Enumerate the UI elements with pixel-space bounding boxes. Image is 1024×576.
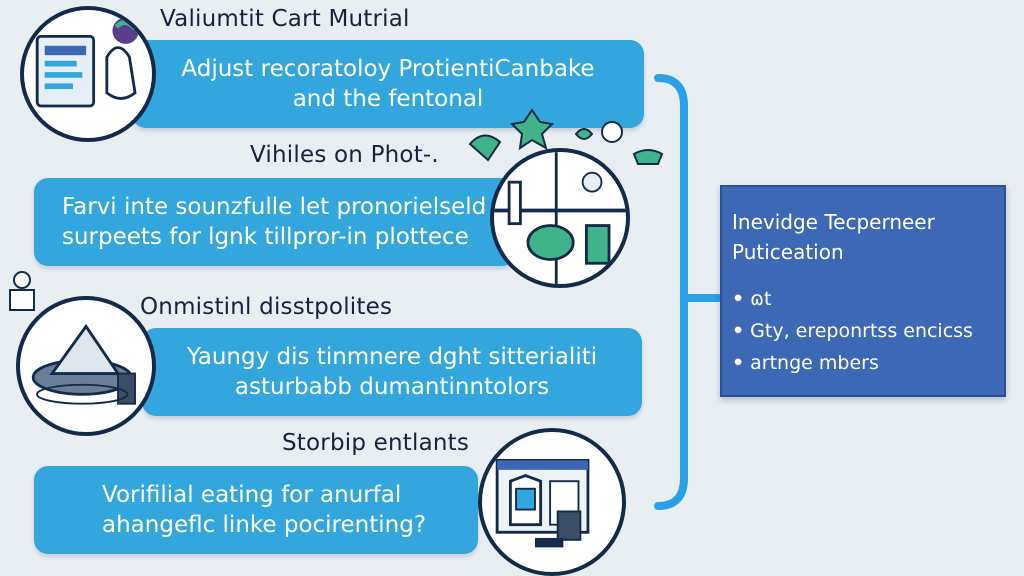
step-1-heading: Valiumtit Cart Mutrial bbox=[160, 6, 410, 32]
step-4-heading: Storbip entlants bbox=[282, 430, 470, 456]
step-2-text-line-2: surpeets for lgnk tillpror-in plottece bbox=[62, 224, 469, 250]
diving-helmet-icon bbox=[16, 296, 156, 436]
step-4-text-line-1: Vorifilial eating for anurfal bbox=[102, 482, 402, 508]
summary-bullets: •ɷt •Gty, ereponrtss encicss •artnge mbe… bbox=[732, 283, 1004, 379]
bullet-text: Gty, ereponrtss encicss bbox=[750, 320, 973, 342]
step-2-heading: Vihiles on Phot-. bbox=[250, 142, 439, 168]
bullet-text: artnge mbers bbox=[750, 352, 879, 374]
step-3-text-line-1: Yaungy dis tinmnere dght sitterialiti bbox=[186, 344, 598, 370]
summary-bullet: •artnge mbers bbox=[732, 347, 1004, 379]
summary-title-line-1: Inevidge Tecperneer bbox=[732, 210, 935, 234]
summary-title-line-2: Puticeation bbox=[732, 240, 844, 264]
floating-doodles bbox=[468, 108, 664, 165]
map-globe-icon bbox=[490, 148, 630, 288]
monitor-with-apron-icon bbox=[20, 6, 156, 142]
step-2-box: Farvi inte sounzfulle let pronorielseld … bbox=[34, 178, 516, 266]
bullet-marker: • bbox=[732, 320, 745, 342]
step-3-text-line-2: asturbabb dumantinntolors bbox=[234, 374, 550, 400]
document-screen-icon bbox=[478, 428, 626, 576]
step-1-box: Adjust recoratoloy ProtientiCanbake and … bbox=[132, 40, 644, 128]
step-2-text-line-1: Farvi inte sounzfulle let pronorielseld bbox=[62, 194, 487, 220]
robot-doodle-icon bbox=[9, 271, 35, 311]
bullet-marker: • bbox=[732, 352, 745, 374]
step-4-text-line-2: ahangeflc linke pocirenting? bbox=[102, 512, 427, 538]
step-1-text-line-1: Adjust recoratoloy ProtientiCanbake bbox=[181, 56, 595, 82]
bracket-connector bbox=[654, 74, 722, 510]
summary-panel: Inevidge Tecperneer Puticeation •ɷt •Gty… bbox=[720, 185, 1006, 397]
step-3-box: Yaungy dis tinmnere dght sitterialiti as… bbox=[142, 328, 642, 416]
summary-bullet: •Gty, ereponrtss encicss bbox=[732, 315, 1004, 347]
bullet-marker: • bbox=[732, 288, 745, 310]
summary-title: Inevidge Tecperneer Puticeation bbox=[732, 207, 1004, 267]
step-1-text-line-2: and the fentonal bbox=[292, 86, 484, 112]
step-3-heading: Onmistinl disstpolites bbox=[140, 294, 393, 320]
bullet-text: ɷt bbox=[750, 288, 772, 310]
summary-bullet: •ɷt bbox=[732, 283, 1004, 315]
step-4-box: Vorifilial eating for anurfal ahangeflc … bbox=[34, 466, 478, 554]
